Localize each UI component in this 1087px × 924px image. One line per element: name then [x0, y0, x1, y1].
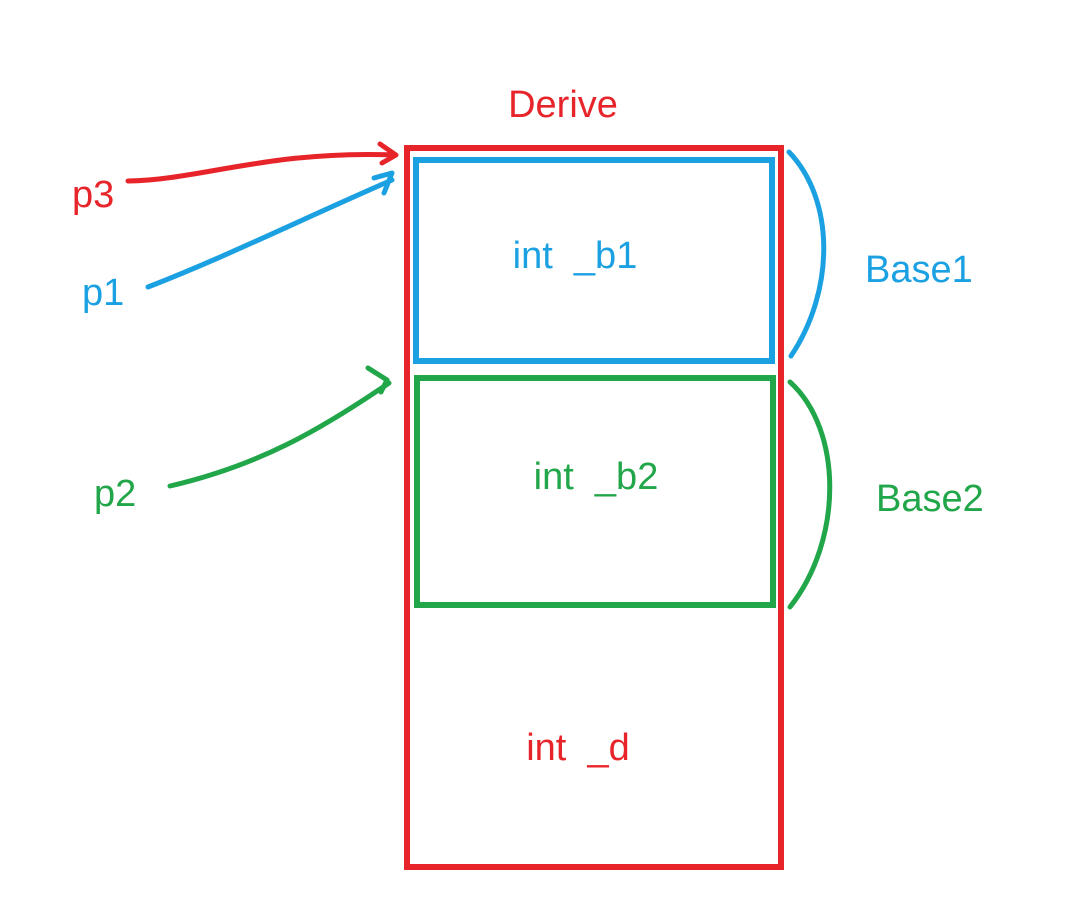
base2-label: Base2: [876, 478, 984, 520]
derive-title: Derive: [508, 84, 618, 126]
pointer-p3-arrow: [125, 141, 399, 184]
base2-brace: [787, 379, 833, 610]
base1-brace: [786, 149, 827, 359]
derive-object-box: [404, 145, 784, 870]
pointer-p1-label: p1: [82, 272, 124, 314]
member-d-label: int _d: [526, 727, 630, 769]
base1-label: Base1: [865, 249, 973, 291]
member-b2-label: int _b2: [534, 456, 659, 498]
pointer-p2-label: p2: [94, 473, 136, 515]
pointer-p1-arrow: [145, 170, 395, 290]
pointer-p3-label: p3: [72, 174, 114, 216]
base1-subobject-box: [413, 157, 775, 364]
pointer-p2-arrow: [167, 365, 392, 489]
base2-subobject-box: [414, 375, 776, 608]
member-b1-label: int _b1: [513, 235, 638, 277]
